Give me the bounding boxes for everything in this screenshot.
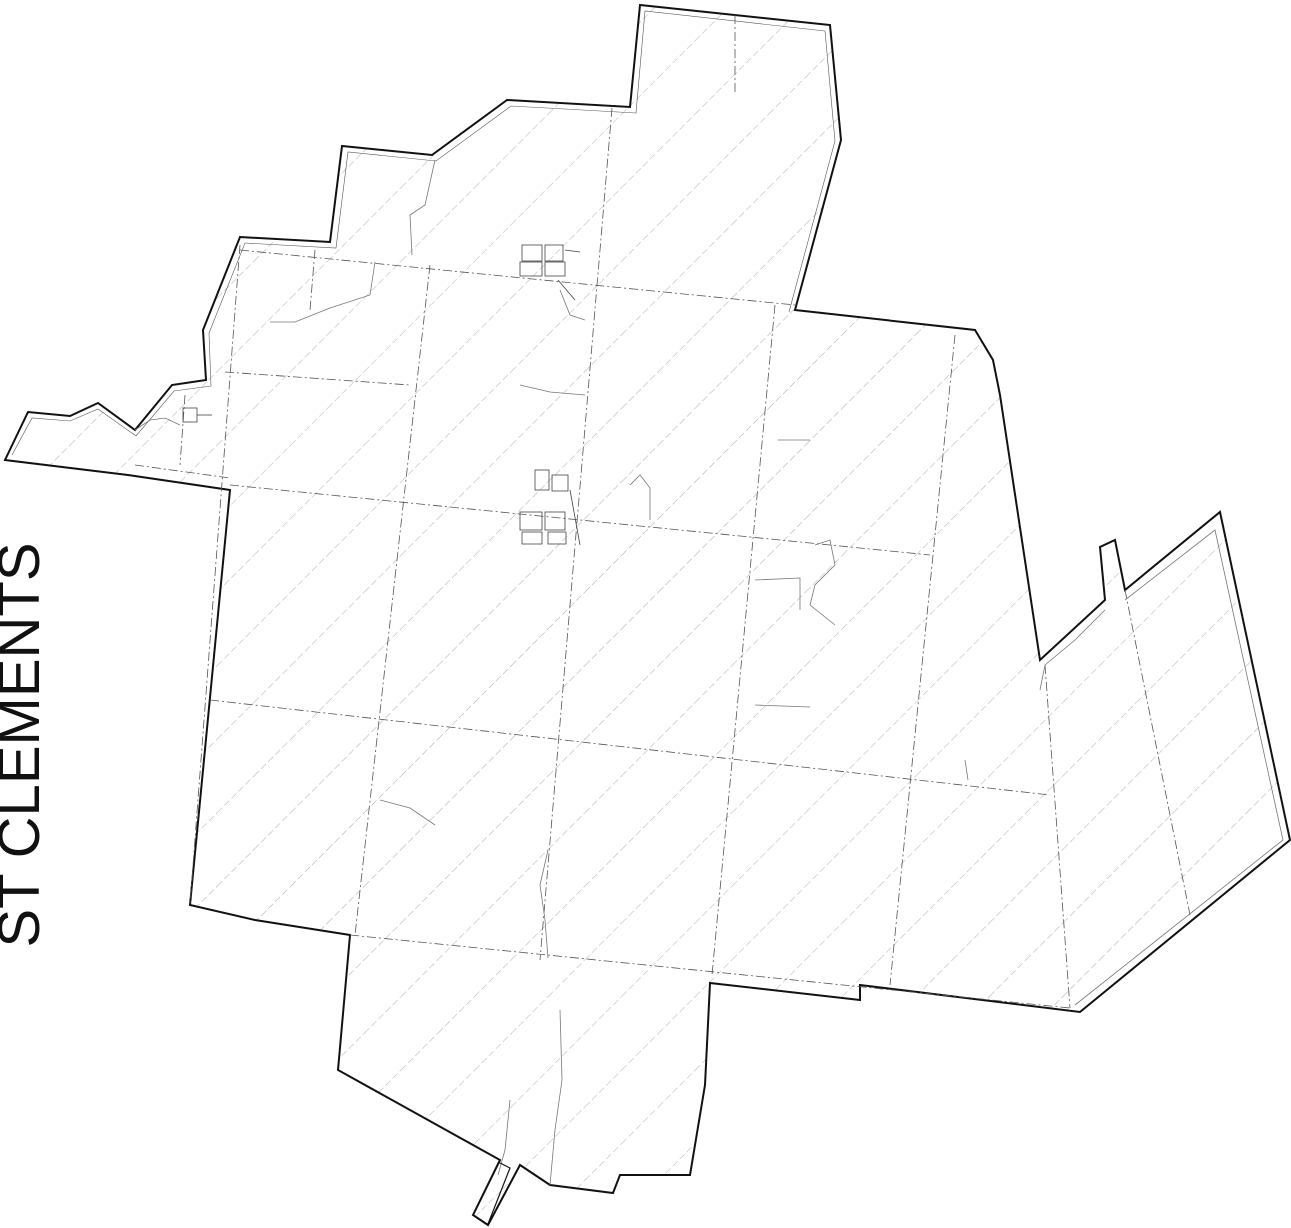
- road-allowance-extensions: [487, 1161, 511, 1225]
- township-name-label: ST CLEMENTS: [0, 542, 52, 948]
- village-subdivision-west: [182, 407, 212, 423]
- inner-boundary-line: [11, 10, 836, 456]
- roads-and-creeks: [134, 159, 1284, 1186]
- village-subdivision-north: [519, 244, 581, 301]
- township-boundary: [3, 3, 1291, 1227]
- lot-division-lines: [134, 15, 1191, 1009]
- village-subdivision-central: [519, 469, 581, 546]
